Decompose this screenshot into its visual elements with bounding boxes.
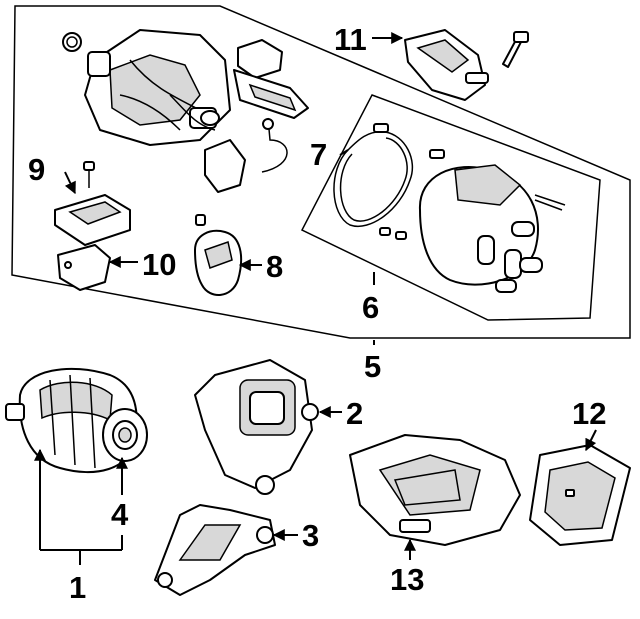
callout-11: 11 xyxy=(334,22,367,57)
callout-12: 12 xyxy=(572,396,606,431)
distributor-housing-frame xyxy=(300,94,601,321)
alternator xyxy=(5,367,148,474)
callout-4: 4 xyxy=(111,497,129,532)
engine-mount xyxy=(349,434,521,546)
distributor-assembly-frame xyxy=(11,5,631,339)
callout-2: 2 xyxy=(346,396,363,431)
leader-lines xyxy=(34,32,597,565)
igniter-bracket xyxy=(233,39,309,119)
callout-6: 6 xyxy=(362,290,379,325)
callout-8: 8 xyxy=(266,249,283,284)
distributor-seal xyxy=(333,123,414,227)
distributor-cap xyxy=(379,149,566,293)
wire-connector xyxy=(204,117,288,193)
distributor-internals xyxy=(62,29,231,146)
alternator-bracket xyxy=(194,359,319,495)
rotor xyxy=(194,214,243,296)
callout-13: 13 xyxy=(390,562,424,597)
module-cover xyxy=(57,244,111,291)
callout-9: 9 xyxy=(28,152,45,187)
callout-labels: 11 7 9 10 8 6 5 2 12 4 3 13 1 xyxy=(28,22,606,605)
callout-3: 3 xyxy=(302,518,319,553)
callout-1: 1 xyxy=(69,570,86,605)
control-unit xyxy=(529,444,631,546)
lower-bracket xyxy=(154,504,276,596)
callout-5: 5 xyxy=(364,349,381,384)
callout-10: 10 xyxy=(142,247,176,282)
ignition-control-module xyxy=(54,161,131,246)
ignition-coil xyxy=(404,29,529,101)
callout-7: 7 xyxy=(310,137,327,172)
